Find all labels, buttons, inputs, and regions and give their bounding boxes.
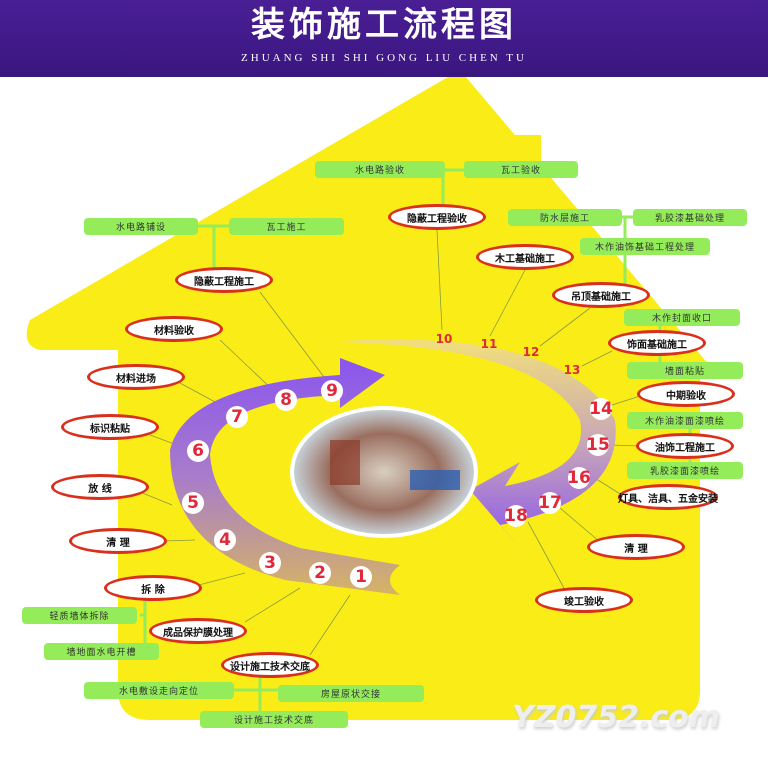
process-step-node: 隐蔽工程验收 xyxy=(388,204,486,230)
step-number: 8 xyxy=(275,389,297,411)
process-step-node: 拆 除 xyxy=(104,575,202,601)
subtask-box: 瓦工施工 xyxy=(229,218,344,235)
process-step-node: 中期验收 xyxy=(637,381,735,407)
step-number: 14 xyxy=(589,398,613,420)
process-step-node: 饰面基础施工 xyxy=(608,330,706,356)
step-number: 13 xyxy=(563,363,581,377)
subtask-box: 房屋原状交接 xyxy=(278,685,424,702)
step-number: 15 xyxy=(586,434,610,456)
step-number: 9 xyxy=(321,380,343,402)
subtask-box: 水电路铺设 xyxy=(84,218,198,235)
process-step-node: 竣工验收 xyxy=(535,587,633,613)
page-title: 装饰施工流程图 xyxy=(251,5,517,45)
process-step-node: 隐蔽工程施工 xyxy=(175,267,273,293)
subtask-box: 设计施工技术交底 xyxy=(200,711,348,728)
process-step-node: 成品保护膜处理 xyxy=(149,618,247,644)
step-number: 16 xyxy=(567,467,591,489)
subtask-box: 乳胶漆基础处理 xyxy=(633,209,747,226)
page-subtitle: ZHUANG SHI SHI GONG LIU CHEN TU xyxy=(241,52,527,64)
watermark: YZ0752.com xyxy=(512,700,721,735)
step-number: 5 xyxy=(182,492,204,514)
step-number: 18 xyxy=(504,505,528,527)
subtask-box: 防水层施工 xyxy=(508,209,622,226)
step-number: 7 xyxy=(226,406,248,428)
process-step-node: 设计施工技术交底 xyxy=(221,652,319,678)
step-number: 17 xyxy=(538,492,562,514)
step-number: 11 xyxy=(480,337,498,351)
process-step-node: 吊顶基础施工 xyxy=(552,282,650,308)
step-number: 2 xyxy=(309,562,331,584)
process-step-node: 标识粘贴 xyxy=(61,414,159,440)
step-number: 10 xyxy=(435,332,453,346)
process-step-node: 木工基础施工 xyxy=(476,244,574,270)
subtask-box: 轻质墙体拆除 xyxy=(22,607,137,624)
process-step-node: 材料验收 xyxy=(125,316,223,342)
connector-lines xyxy=(139,229,641,656)
subtask-box: 乳胶漆面漆喷绘 xyxy=(627,462,743,479)
subtask-box: 瓦工验收 xyxy=(464,161,578,178)
step-number: 1 xyxy=(350,566,372,588)
subtask-box: 水电路验收 xyxy=(315,161,445,178)
step-number: 12 xyxy=(522,345,540,359)
process-step-node: 材料进场 xyxy=(87,364,185,390)
step-number: 3 xyxy=(259,552,281,574)
subtask-box: 墙面粘贴 xyxy=(627,362,743,379)
process-step-node: 油饰工程施工 xyxy=(636,433,734,459)
step-number: 4 xyxy=(214,529,236,551)
subtask-box: 墙地面水电开槽 xyxy=(44,643,159,660)
step-number: 6 xyxy=(187,440,209,462)
process-step-node: 清 理 xyxy=(587,534,685,560)
process-step-node: 灯具、洁具、五金安装 xyxy=(618,484,718,510)
subtask-box: 木作油饰基础工程处理 xyxy=(580,238,710,255)
subtask-box: 水电敷设走向定位 xyxy=(84,682,234,699)
process-step-node: 放 线 xyxy=(51,474,149,500)
header-banner: 装饰施工流程图 ZHUANG SHI SHI GONG LIU CHEN TU xyxy=(0,0,768,77)
subtask-box: 木作油漆面漆喷绘 xyxy=(627,412,743,429)
process-step-node: 清 理 xyxy=(69,528,167,554)
subtask-box: 木作封面收口 xyxy=(624,309,740,326)
